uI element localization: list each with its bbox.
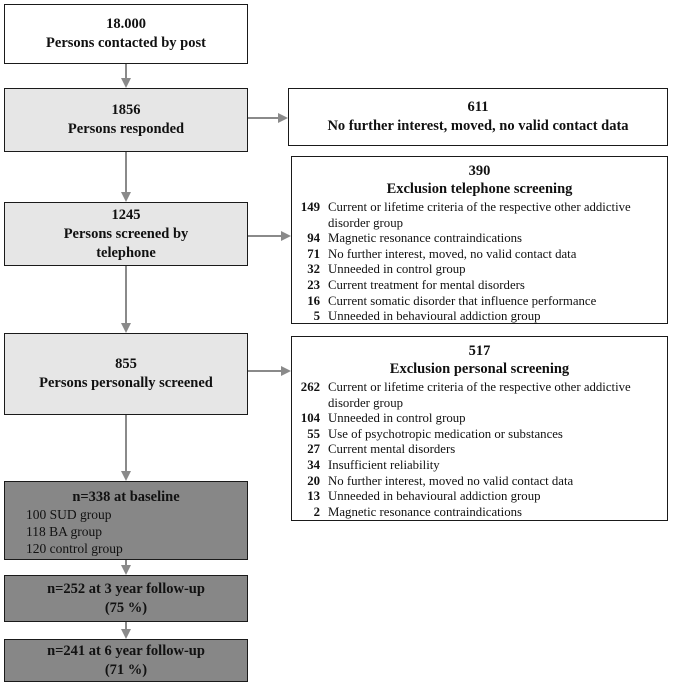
personal-label: Persons personally screened xyxy=(39,375,213,391)
exclusion-item-count: 149 xyxy=(300,200,320,214)
exclusion-item: 94 Magnetic resonance contraindications xyxy=(292,231,667,247)
exclusion-personal-list: 262 Current or lifetime criteria of the r… xyxy=(292,380,667,520)
box-contacted: 18.000 Persons contacted by post xyxy=(4,4,248,64)
exclusion-item: 27 Current mental disorders xyxy=(292,442,667,458)
exclusion-item: 149 Current or lifetime criteria of the r… xyxy=(292,200,667,231)
baseline-group: 120 control group xyxy=(26,541,123,556)
exclusion-item-text: Magnetic resonance contraindications xyxy=(328,504,523,519)
exclusion-item-count: 34 xyxy=(307,457,320,472)
telephone-count: 1245 xyxy=(111,206,141,223)
exclusion-item-text: Current or lifetime criteria of the resp… xyxy=(328,200,631,230)
exclusion-item-count: 5 xyxy=(313,309,320,324)
box-followup3: n=252 at 3 year follow-up (75 %) xyxy=(4,575,248,622)
exclusion-item-count: 104 xyxy=(300,411,320,426)
exclusion-item: 104 Unneeded in control group xyxy=(292,411,667,427)
box-personal: 855 Persons personally screened xyxy=(4,333,248,415)
baseline-title: n=338 at baseline xyxy=(72,489,180,505)
followup3-line2: (75 %) xyxy=(104,599,148,616)
exclusion-item-text: Magnetic resonance contraindications xyxy=(328,231,523,246)
exclusion-item-count: 94 xyxy=(307,231,320,246)
exclusion-item-text: No further interest, moved no valid cont… xyxy=(328,473,574,488)
box-telephone: 1245 Persons screened by telephone xyxy=(4,202,248,266)
exclusion-item-count: 20 xyxy=(307,473,320,488)
responded-count: 1856 xyxy=(111,102,141,118)
exclusion-item-text: Current treatment for mental disorders xyxy=(328,277,525,292)
box-followup6: n=241 at 6 year follow-up (71 %) xyxy=(4,639,248,682)
exclusion-telephone-title: Exclusion telephone screening xyxy=(386,181,573,197)
exclusion-item-text: Current somatic disorder that influence … xyxy=(328,293,597,308)
exclusion-item-count: 71 xyxy=(307,246,320,261)
exclusion-personal-title: Exclusion personal screening xyxy=(389,361,570,377)
exclusion-item-count: 2 xyxy=(313,504,320,519)
exclusion-item-count: 23 xyxy=(307,277,320,292)
exclusion-item-text: Use of psychotropic medication or substa… xyxy=(328,426,563,441)
exclusion-item-text: Current or lifetime criteria of the resp… xyxy=(328,380,631,410)
contacted-count: 18.000 xyxy=(106,16,146,32)
exclusion-item-text: Insufficient reliability xyxy=(328,457,440,472)
exclusion-item: 20 No further interest, moved no valid co… xyxy=(292,474,667,490)
exclusion-item: 13 Unneeded in behavioural addiction grou… xyxy=(292,489,667,505)
exclusion-item-count: 16 xyxy=(307,293,320,308)
exclusion-item: 32 Unneeded in control group xyxy=(292,262,667,278)
exclusion-item-count: 32 xyxy=(307,262,320,277)
box-no-interest: 611 No further interest, moved, no valid… xyxy=(288,88,668,146)
responded-label: Persons responded xyxy=(67,121,185,137)
exclusion-item-text: Unneeded in behavioural addiction group xyxy=(328,309,541,324)
exclusion-item-text: Unneeded in control group xyxy=(328,411,466,426)
followup3-line1: n=252 at 3 year follow-up xyxy=(47,580,205,597)
exclusion-item-count: 55 xyxy=(307,426,320,441)
telephone-label-line2: telephone xyxy=(96,244,156,261)
no-interest-label: No further interest, moved, no valid con… xyxy=(327,118,629,134)
exclusion-item-count: 27 xyxy=(307,442,320,457)
box-responded: 1856 Persons responded xyxy=(4,88,248,152)
contacted-label: Persons contacted by post xyxy=(46,35,206,51)
exclusion-item: 71 No further interest, moved, no valid c… xyxy=(292,247,667,263)
exclusion-item-text: No further interest, moved, no valid con… xyxy=(328,246,577,261)
exclusion-item-count: 13 xyxy=(307,489,320,504)
exclusion-item: 2 Magnetic resonance contraindications xyxy=(292,505,667,521)
telephone-label-line1: Persons screened by xyxy=(63,225,189,242)
no-interest-count: 611 xyxy=(467,99,489,115)
exclusion-personal-count: 517 xyxy=(468,343,491,359)
exclusion-item-count: 262 xyxy=(300,380,320,394)
exclusion-item: 262 Current or lifetime criteria of the r… xyxy=(292,380,667,411)
baseline-group: 100 SUD group xyxy=(26,507,112,522)
exclusion-item: 34 Insufficient reliability xyxy=(292,458,667,474)
exclusion-telephone-count: 390 xyxy=(468,163,491,179)
exclusion-item: 55 Use of psychotropic medication or subs… xyxy=(292,427,667,443)
exclusion-telephone-list: 149 Current or lifetime criteria of the r… xyxy=(292,200,667,325)
exclusion-item: 16 Current somatic disorder that influenc… xyxy=(292,294,667,310)
personal-count: 855 xyxy=(115,356,137,372)
followup6-line1: n=241 at 6 year follow-up xyxy=(47,642,205,659)
box-baseline: n=338 at baseline 100 SUD group 118 BA g… xyxy=(4,481,248,560)
baseline-group: 118 BA group xyxy=(26,524,103,539)
exclusion-item-text: Unneeded in behavioural addiction group xyxy=(328,489,541,504)
exclusion-item: 5 Unneeded in behavioural addiction group xyxy=(292,309,667,325)
followup6-line2: (71 %) xyxy=(104,661,148,678)
exclusion-item-text: Current mental disorders xyxy=(328,442,456,457)
exclusion-item-text: Unneeded in control group xyxy=(328,262,466,277)
exclusion-item: 23 Current treatment for mental disorders xyxy=(292,278,667,294)
